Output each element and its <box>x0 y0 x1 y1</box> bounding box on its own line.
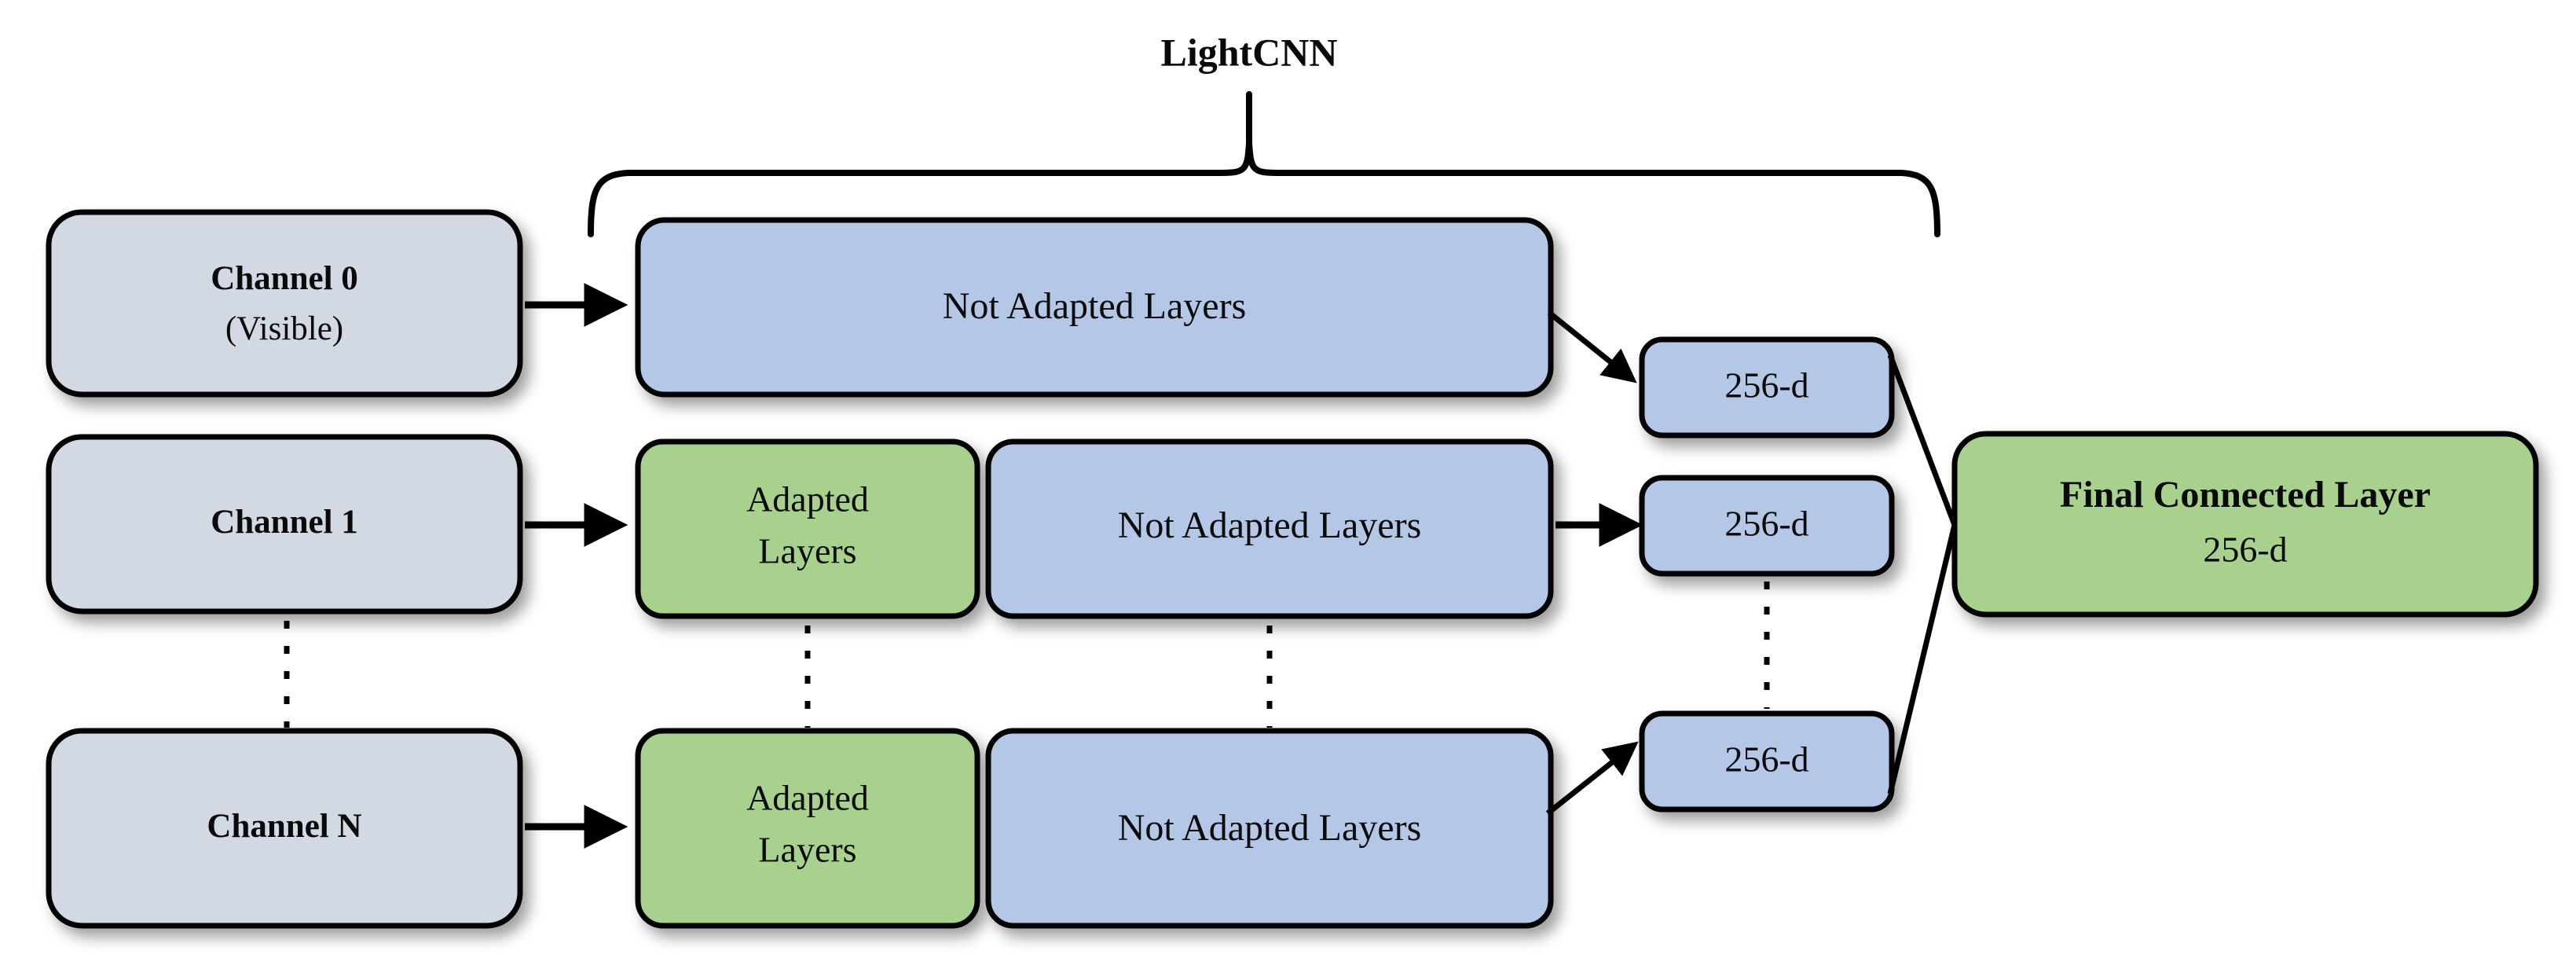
not-adapted-layers-label-row0: Not Adapted Layers <box>943 285 1247 327</box>
not-adapted-layers-label-rown: Not Adapted Layers <box>1118 807 1422 849</box>
channel-0-label-line2: (Visible) <box>225 310 343 347</box>
final-connected-layer-label-line1: Final Connected Layer <box>2060 474 2431 516</box>
row-0-group: Channel 0 (Visible) Not Adapted Layers 2… <box>46 209 1895 438</box>
arrow-layers-to-feature-rown <box>1545 741 1639 816</box>
feature-256d-box-row0[interactable] <box>1639 336 1895 438</box>
channel-n-box[interactable] <box>46 728 523 929</box>
channel-0-box[interactable] <box>46 209 523 398</box>
feature-256d-label-rown: 256-d <box>1724 739 1808 780</box>
adapted-layers-box-rown[interactable] <box>635 728 980 929</box>
channel-1-label: Channel 1 <box>211 504 358 541</box>
link-feature-row0-to-final <box>1887 354 1958 527</box>
feature-256d-box-rown[interactable] <box>1639 710 1895 813</box>
adapted-layers-box-row1[interactable] <box>635 438 980 619</box>
not-adapted-layers-box-rown[interactable] <box>985 728 1554 929</box>
adapted-layers-label-row1-line2: Layers <box>758 531 856 571</box>
channel-1-box[interactable] <box>46 434 523 615</box>
link-feature-rown-to-final <box>1887 524 1958 794</box>
lightcnn-brace-group: LightCNN <box>588 30 1940 237</box>
feature-256d-box-row1[interactable] <box>1639 475 1895 577</box>
channel-0-label-line1: Channel 0 <box>211 260 358 297</box>
not-adapted-layers-box-row1[interactable] <box>985 438 1554 619</box>
row-1-group: Channel 1 Adapted Layers Not Adapted Lay… <box>46 434 1895 619</box>
channel-n-label: Channel N <box>207 808 361 845</box>
adapted-layers-label-rown-line2: Layers <box>758 830 856 870</box>
adapted-layers-label-row1-line1: Adapted <box>746 479 869 519</box>
feature-256d-label-row0: 256-d <box>1724 365 1808 405</box>
feature-256d-label-row1: 256-d <box>1724 504 1808 544</box>
final-connected-layer-box[interactable] <box>1951 431 2539 618</box>
not-adapted-layers-box-row0[interactable] <box>635 217 1554 398</box>
final-connected-layer-label-line2: 256-d <box>2203 530 2287 570</box>
row-n-group: Channel N Adapted Layers Not Adapted Lay… <box>46 710 1895 929</box>
arrow-layers-to-feature-row0 <box>1547 310 1637 383</box>
adapted-layers-label-rown-line1: Adapted <box>746 778 869 818</box>
lightcnn-title: LightCNN <box>1160 30 1337 74</box>
not-adapted-layers-label-row1: Not Adapted Layers <box>1118 505 1422 546</box>
